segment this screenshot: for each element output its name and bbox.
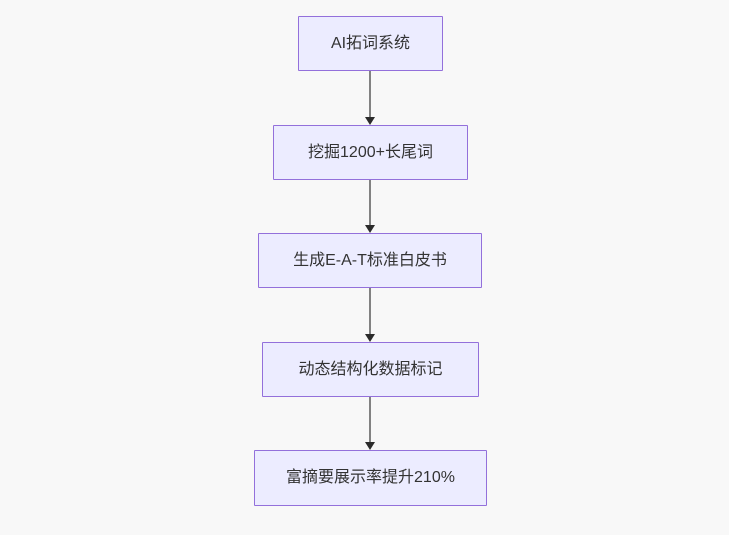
flow-node-rich-snippet-result: 富摘要展示率提升210% (254, 450, 487, 506)
flow-arrow-1 (365, 71, 375, 125)
flow-arrow-2 (365, 180, 375, 233)
flow-node-longtail-mining: 挖掘1200+长尾词 (273, 125, 468, 180)
flow-node-structured-data-markup: 动态结构化数据标记 (262, 342, 479, 397)
flow-arrow-3 (365, 288, 375, 342)
flow-node-ai-keyword-system: AI拓词系统 (298, 16, 443, 71)
flow-node-label: 动态结构化数据标记 (298, 360, 443, 378)
flow-node-eat-whitepaper: 生成E-A-T标准白皮书 (258, 233, 482, 288)
flow-node-label: 生成E-A-T标准白皮书 (293, 251, 447, 269)
flow-node-label: 挖掘1200+长尾词 (308, 143, 433, 161)
flow-node-label: AI拓词系统 (330, 34, 411, 52)
flow-arrow-4 (365, 397, 375, 450)
flow-node-label: 富摘要展示率提升210% (286, 469, 455, 487)
